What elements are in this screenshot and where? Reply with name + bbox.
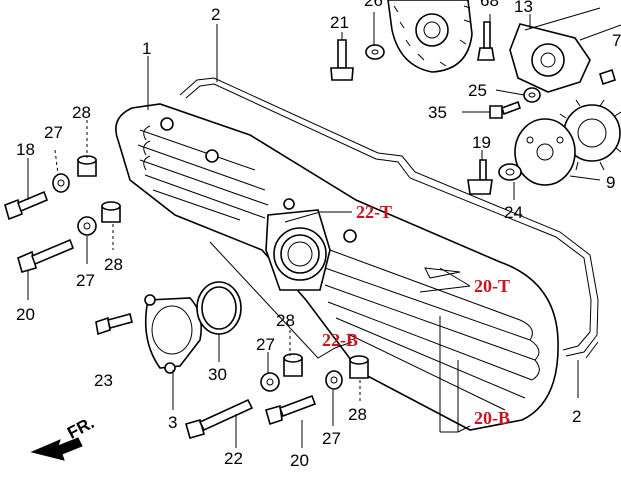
label-19: 19 <box>472 133 491 152</box>
label-27-c: 27 <box>256 335 275 354</box>
washer-27-c <box>260 372 280 392</box>
bolt-35 <box>489 100 522 119</box>
label-3: 3 <box>168 413 177 432</box>
grommet-28-d <box>349 355 369 379</box>
label-25: 25 <box>468 81 487 100</box>
leader-lines <box>27 12 601 448</box>
label-20-t: 20-T <box>474 276 510 296</box>
label-2-bottom: 2 <box>572 407 581 426</box>
label-20-b: 20-B <box>474 408 510 428</box>
grommet-28-upper <box>77 155 97 177</box>
tensioner <box>509 7 621 93</box>
label-28-c: 28 <box>276 311 295 330</box>
bolt-23 <box>95 313 133 336</box>
label-22: 22 <box>224 449 243 468</box>
label-22-t: 22-T <box>356 202 392 222</box>
belt-cover <box>115 103 559 431</box>
grommet-28-c <box>283 353 303 377</box>
label-13: 13 <box>514 0 533 16</box>
label-21: 21 <box>330 13 349 32</box>
label-30: 30 <box>208 365 227 384</box>
front-label: FR. <box>64 413 97 443</box>
label-7: 7 <box>612 31 621 50</box>
label-35: 35 <box>428 103 447 122</box>
label-28-b: 28 <box>104 255 123 274</box>
bolt-21 <box>330 39 354 81</box>
oring-30 <box>196 281 242 335</box>
washer-26 <box>365 44 385 60</box>
front-arrow: FR. <box>30 413 97 461</box>
label-27-d: 27 <box>322 429 341 448</box>
part-labels: 2 1 21 26 68 13 7 25 35 19 9 24 28 27 18… <box>16 0 621 470</box>
label-28-d: 28 <box>348 405 367 424</box>
label-23: 23 <box>94 371 113 390</box>
washer-27-d <box>325 370 343 390</box>
washer-24 <box>498 163 522 181</box>
washer-27-upper <box>52 173 70 193</box>
label-28-a: 28 <box>72 103 91 122</box>
label-22-b: 22-B <box>322 330 358 350</box>
label-27-a: 27 <box>44 123 63 142</box>
label-68: 68 <box>480 0 499 10</box>
crank-pulley-right <box>514 99 621 186</box>
bolt-18 <box>4 190 49 221</box>
gasket-outline <box>179 77 599 357</box>
washer-27-lower <box>77 216 97 236</box>
label-9: 9 <box>606 173 615 192</box>
washer-25 <box>523 87 541 103</box>
grommet-28-lower <box>101 201 121 223</box>
label-1: 1 <box>142 39 151 58</box>
red-labels: 22-T 22-B 20-T 20-B <box>322 202 510 428</box>
bolt-20-bottom <box>265 394 317 426</box>
label-2-top: 2 <box>211 5 220 24</box>
bolt-68 <box>477 21 495 61</box>
camshaft-pulley-upper <box>387 0 473 73</box>
bolt-19 <box>467 159 493 195</box>
label-24: 24 <box>504 203 523 222</box>
bolt-20-left <box>17 238 75 273</box>
label-18: 18 <box>16 140 35 159</box>
label-20-left: 20 <box>16 305 35 324</box>
label-27-b: 27 <box>76 271 95 290</box>
bolt-22 <box>185 398 254 439</box>
cap-3 <box>144 294 203 374</box>
label-26: 26 <box>364 0 383 10</box>
label-20-bottom: 20 <box>290 451 309 470</box>
